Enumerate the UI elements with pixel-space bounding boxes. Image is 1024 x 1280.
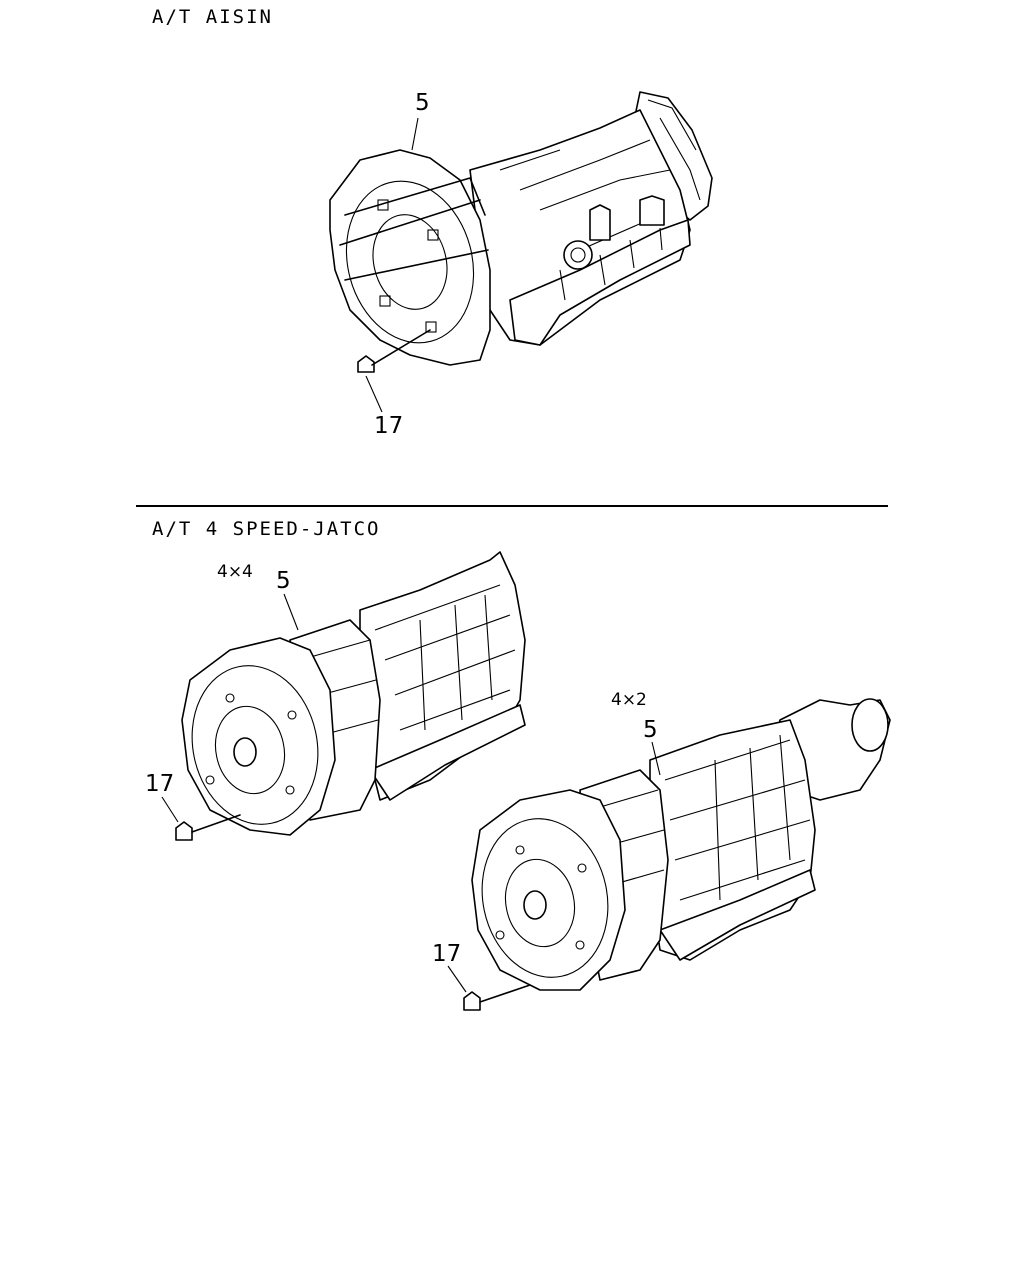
section-title-jatco: A/T 4 SPEED-JATCO — [152, 518, 381, 540]
variant-label-4x2: 4×2 — [611, 690, 647, 710]
aisin-transmission — [329, 91, 713, 413]
aisin-callout-part-5: 5 — [415, 90, 430, 116]
jatco-4x4-callout-part-17: 17 — [145, 771, 175, 797]
variant-label-4x4: 4×4 — [217, 562, 253, 582]
jatco-4x4-callout-part-5: 5 — [276, 568, 291, 594]
jatco-4x2-transmission — [447, 698, 891, 1011]
jatco-4x2-callout-part-17: 17 — [432, 941, 462, 967]
jatco-4x2-callout-part-5: 5 — [643, 717, 658, 743]
section-title-aisin: A/T AISIN — [152, 6, 273, 28]
aisin-callout-part-17: 17 — [374, 413, 404, 439]
jatco-4x4-transmission — [161, 551, 526, 841]
